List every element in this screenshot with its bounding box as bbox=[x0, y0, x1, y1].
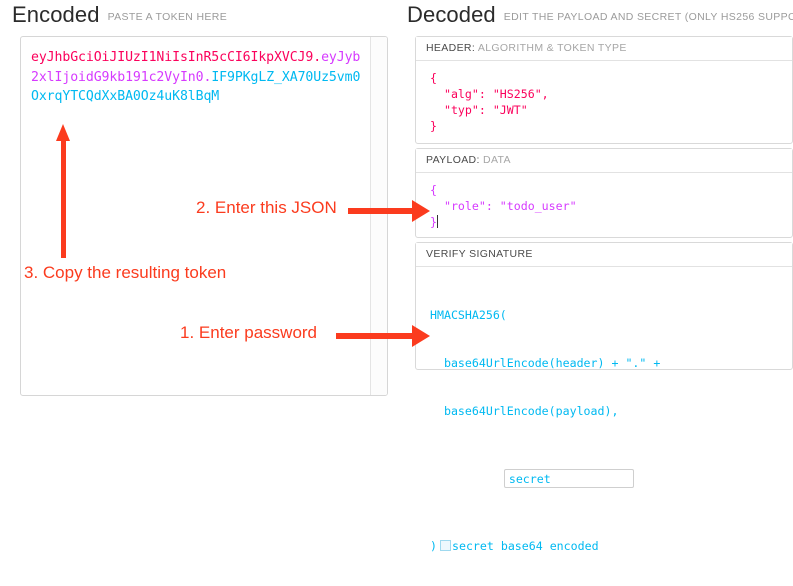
secret-input-wrapper bbox=[448, 453, 792, 504]
verify-signature-section: VERIFY SIGNATURE HMACSHA256( base64UrlEn… bbox=[415, 242, 793, 553]
encoded-token-textarea[interactable]: eyJhbGciOiJIUzI1NiIsInR5cCI6IkpXVCJ9.eyJ… bbox=[20, 36, 388, 396]
annotation-step-1: 1. Enter password bbox=[180, 323, 318, 342]
arrow-shaft bbox=[61, 138, 66, 258]
arrow-head bbox=[412, 200, 430, 222]
token-dot-2: . bbox=[203, 69, 212, 85]
arrow-head bbox=[412, 325, 430, 347]
verify-section-label: VERIFY SIGNATURE bbox=[416, 243, 792, 267]
encoded-token-text: eyJhbGciOiJIUzI1NiIsInR5cCI6IkpXVCJ9.eyJ… bbox=[31, 48, 363, 107]
payload-section-label: PAYLOAD: DATA bbox=[416, 149, 792, 173]
header-label-strong: HEADER: bbox=[426, 42, 476, 54]
verify-label-strong: VERIFY SIGNATURE bbox=[426, 248, 533, 260]
payload-json-editor[interactable]: { "role": "todo_user" } bbox=[416, 173, 792, 230]
secret-input[interactable] bbox=[503, 469, 634, 488]
header-section: HEADER: ALGORITHM & TOKEN TYPE { "alg": … bbox=[415, 36, 793, 144]
decoded-heading: Decoded EDIT THE PAYLOAD AND SECRET (ONLY… bbox=[407, 2, 793, 28]
annotation-arrow-3-icon bbox=[56, 124, 70, 258]
encoded-panel: Encoded PASTE A TOKEN HERE eyJhbGciOiJIUz… bbox=[10, 0, 395, 411]
hmac-line-2: base64UrlEncode(header) + "." + bbox=[430, 356, 661, 370]
base64-encoded-row: ) secret base64 encoded bbox=[430, 538, 792, 554]
annotation-step-2: 2. Enter this JSON bbox=[196, 198, 337, 217]
header-label-muted: ALGORITHM & TOKEN TYPE bbox=[477, 42, 627, 54]
encoded-heading: Encoded PASTE A TOKEN HERE bbox=[12, 2, 227, 28]
closing-paren: ) bbox=[430, 539, 437, 553]
encoded-subtitle: PASTE A TOKEN HERE bbox=[107, 11, 228, 23]
text-caret bbox=[436, 215, 438, 228]
decoded-panel: Decoded EDIT THE PAYLOAD AND SECRET (ONLY… bbox=[405, 0, 793, 553]
payload-label-strong: PAYLOAD: bbox=[426, 154, 480, 166]
token-dot-1: . bbox=[313, 50, 322, 65]
base64-encoded-checkbox[interactable] bbox=[439, 540, 451, 551]
payload-label-muted: DATA bbox=[483, 154, 511, 166]
encoded-scrollbar[interactable] bbox=[370, 37, 387, 395]
token-payload-segment: eyJyb2xlIjoidG9kb191c2VyIn0 bbox=[31, 50, 361, 85]
hmac-line-1: HMACSHA256( bbox=[430, 308, 507, 322]
arrow-shaft bbox=[348, 208, 414, 214]
payload-json-text: { "role": "todo_user" } bbox=[430, 183, 577, 229]
annotation-step-3: 3. Copy the resulting token bbox=[24, 263, 227, 282]
token-header-segment: eyJhbGciOiJIUzI1NiIsInR5cCI6IkpXVCJ9 bbox=[31, 50, 314, 65]
arrow-shaft bbox=[336, 333, 414, 339]
payload-section: PAYLOAD: DATA { "role": "todo_user" } bbox=[415, 148, 793, 238]
base64-encoded-label: secret base64 encoded bbox=[451, 539, 599, 553]
encoded-title: Encoded bbox=[12, 2, 100, 27]
token-signature-segment: IF9PKgLZ_XA70Uz5vm0OxrqYTCQdXxBA0Oz4uK8l… bbox=[31, 69, 361, 105]
decoded-subtitle: EDIT THE PAYLOAD AND SECRET (ONLY HS256 … bbox=[503, 11, 793, 23]
hmac-line-3: base64UrlEncode(payload), bbox=[430, 404, 619, 418]
arrow-head bbox=[56, 124, 70, 141]
header-section-label: HEADER: ALGORITHM & TOKEN TYPE bbox=[416, 37, 792, 61]
decoded-title: Decoded bbox=[407, 2, 496, 27]
header-json-editor[interactable]: { "alg": "HS256", "typ": "JWT" } bbox=[430, 71, 549, 133]
verify-signature-body: HMACSHA256( base64UrlEncode(header) + ".… bbox=[416, 267, 792, 586]
